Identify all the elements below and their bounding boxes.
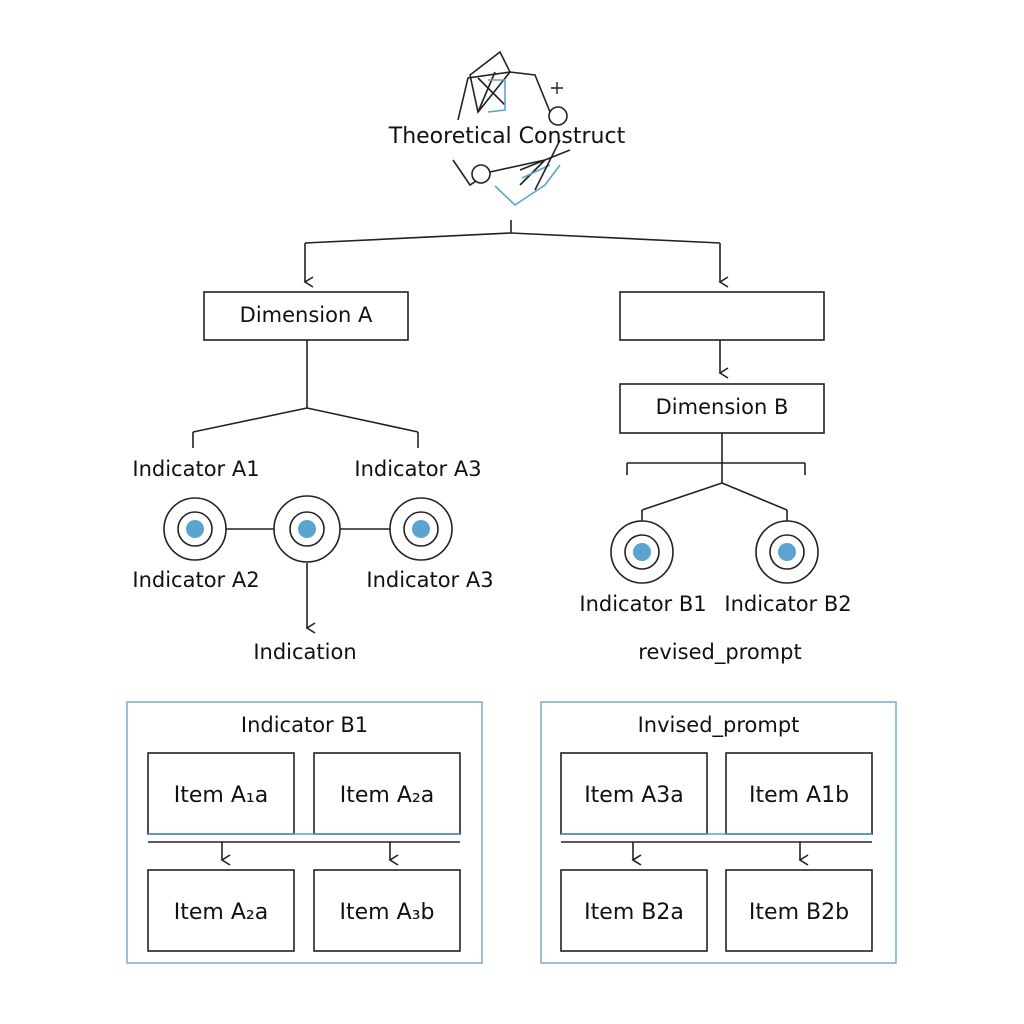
indicator-b1-label: Indicator B1 [579,592,707,616]
indicator-node-a-left [163,497,227,561]
panel-left-item-box-3 [147,869,295,952]
empty-box [619,291,825,341]
indicator-node-b1 [610,520,674,584]
panel-left-title: Indicator B1 [240,713,369,737]
indicator-a2-label: Indicator A2 [132,568,260,592]
panel-left-item-4: Item A₃b [339,900,435,925]
panel-right-item-1: Item A3a [584,783,684,808]
construct-network-icon [452,50,571,207]
indicator-node-b2 [755,520,819,584]
construct-title: Theoretical Construct [388,124,626,149]
dimension-b-label: Dimension B [655,395,789,419]
indicator-b2-label: Indicator B2 [724,592,852,616]
panel-left-item-3: Item A₂a [173,900,269,925]
panel-right-item-box-3 [560,869,708,952]
panel-right-item-3: Item B2a [584,900,684,925]
indicator-node-a-right [389,497,453,561]
construct-connectors [303,220,729,288]
panel-left-item-2: Item A₂a [339,783,435,808]
panel-right-title: Invised_prompt [637,713,800,737]
indicator-a3-bottom-label: Indicator A3 [366,568,494,592]
panel-right [540,701,897,964]
panel-left-item-box-4 [313,869,461,952]
indication-label: Indication [253,640,357,664]
panel-right-item-box-2 [725,752,873,835]
panel-left [126,701,483,964]
panel-left-item-box-2 [313,752,461,835]
panel-right-item-4: Item B2b [748,900,850,925]
revised-prompt-label: revised_prompt [638,640,802,664]
dimension-a-box [203,291,409,341]
dimension-a-label: Dimension A [239,303,373,327]
panel-right-item-box-4 [725,869,873,952]
dimension-b-branches [626,433,806,521]
dimension-a-branches [192,340,419,634]
panel-left-item-box-1 [147,752,295,835]
indicator-a3-top-label: Indicator A3 [354,457,482,481]
indicator-node-a-center [273,495,341,563]
indicator-a1-label: Indicator A1 [132,457,260,481]
panel-right-item-2: Item A1b [748,783,850,808]
panel-left-item-1: Item A₁a [173,783,269,808]
